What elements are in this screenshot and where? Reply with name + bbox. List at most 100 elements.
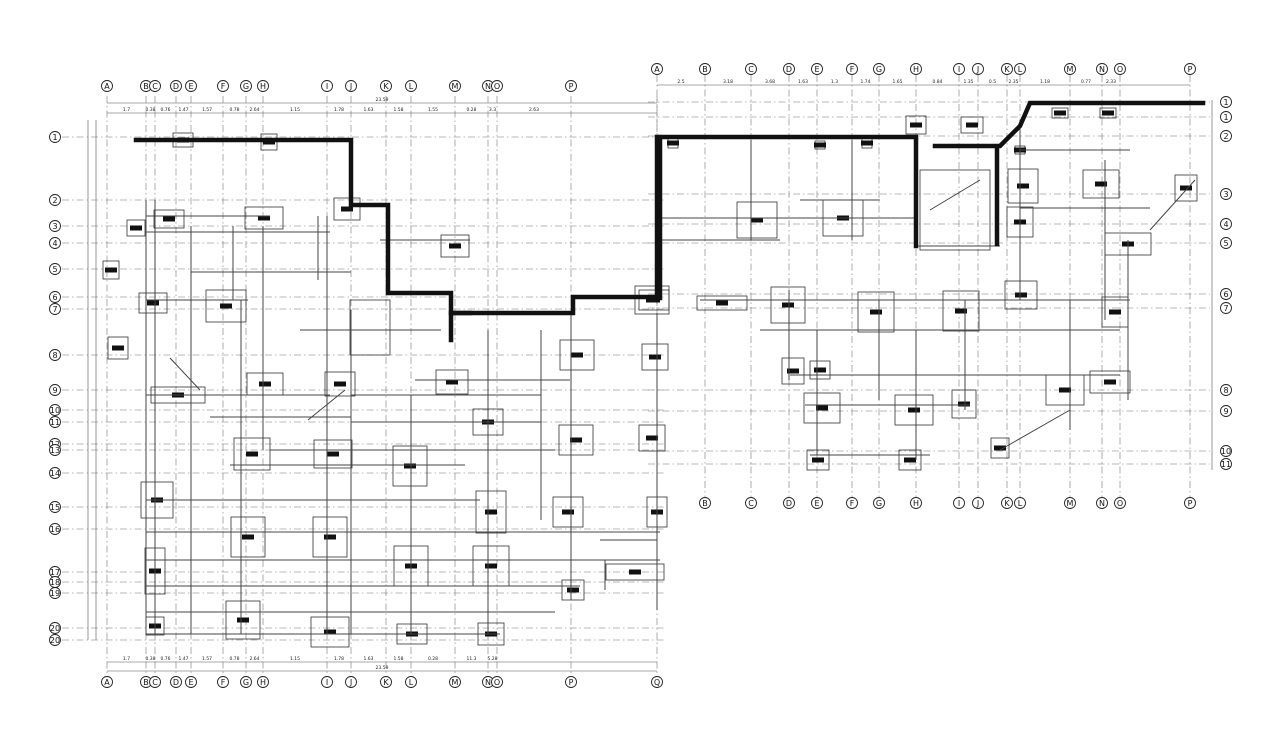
bubble-circle — [1220, 111, 1232, 123]
column — [562, 509, 574, 515]
column — [105, 267, 117, 273]
bubble-circle — [783, 497, 795, 509]
column-bubble-bottom: G — [240, 676, 252, 688]
bubble-circle — [846, 63, 858, 75]
bubble-circle — [811, 497, 823, 509]
column-bubble-bottom: K — [380, 676, 392, 688]
row-bubble-left: 6 — [49, 291, 61, 303]
column-bubble-top: E — [811, 63, 823, 75]
grade-beams — [145, 120, 1196, 635]
column-bubble-top: B — [699, 63, 711, 75]
bubble-label: D — [786, 65, 792, 74]
column-bubble-bottom: E — [185, 676, 197, 688]
column-bubble-bottom: B — [140, 676, 152, 688]
dimension-value: 0.28 — [428, 656, 438, 662]
bubble-label: K — [1004, 499, 1010, 508]
bubble-label: 1 — [1223, 98, 1228, 107]
column — [446, 379, 458, 385]
bubble-circle — [49, 404, 61, 416]
wall — [932, 100, 1206, 149]
bubble-label: D — [173, 82, 179, 91]
bubble-label: 11 — [50, 418, 60, 427]
bubble-label: 13 — [50, 446, 60, 455]
bubble-label: 6 — [52, 293, 57, 302]
column-bubble-top: P — [1184, 63, 1196, 75]
bubble-label: 7 — [1223, 304, 1228, 313]
bubble-circle — [1220, 405, 1232, 417]
bubble-label: Q — [654, 678, 660, 687]
bubble-label: D — [173, 678, 179, 687]
row-bubble-left: 1 — [49, 131, 61, 143]
row-bubble-left: 10 — [49, 404, 61, 416]
column — [112, 345, 124, 351]
footing — [803, 392, 841, 424]
column-bubble-top: G — [240, 80, 252, 92]
bubble-circle — [185, 676, 197, 688]
row-bubble-right: 9 — [1220, 405, 1232, 417]
column-bubble-top: C — [149, 80, 161, 92]
bubble-label: F — [850, 499, 855, 508]
bubble-circle — [405, 80, 417, 92]
bubble-label: 4 — [52, 239, 57, 248]
dimension-value: 1.47 — [178, 107, 188, 113]
row-bubble-left: 9 — [49, 384, 61, 396]
column-bubble-top: F — [846, 63, 858, 75]
bubble-circle — [699, 63, 711, 75]
bubble-circle — [345, 80, 357, 92]
bubble-label: 5 — [1223, 239, 1228, 248]
bubble-circle — [49, 416, 61, 428]
column — [667, 140, 679, 146]
stair-line — [929, 179, 981, 211]
row-bubble-left: 5 — [49, 263, 61, 275]
column-bubble-top: M — [1064, 63, 1076, 75]
bubble-circle — [49, 237, 61, 249]
footing — [894, 394, 934, 426]
dimension-value: 3.3 — [489, 107, 496, 113]
footing — [990, 437, 1010, 459]
column-bubble-bottom: P — [1184, 497, 1196, 509]
column-bubble-bottom: C — [149, 676, 161, 688]
bubble-label: G — [876, 499, 882, 508]
dimension-value: 3.68 — [765, 79, 775, 85]
bubble-label: I — [958, 499, 960, 508]
dimension-value: 0.76 — [160, 107, 170, 113]
bubble-label: B — [143, 678, 149, 687]
footing — [638, 424, 666, 452]
footing — [435, 369, 469, 395]
column — [571, 352, 583, 358]
bubble-circle — [1220, 130, 1232, 142]
bubble-circle — [101, 676, 113, 688]
bubble-circle — [953, 497, 965, 509]
dimension-value: 1.3 — [831, 79, 838, 85]
column — [904, 457, 916, 463]
bubble-circle — [565, 676, 577, 688]
column-bubble-bottom: M — [449, 676, 461, 688]
dimension-value: 1.7 — [123, 107, 130, 113]
bubble-circle — [873, 63, 885, 75]
row-bubble-left: 14 — [49, 467, 61, 479]
column-bubble-bottom: H — [910, 497, 922, 509]
column-bubble-top: L — [405, 80, 417, 92]
dimension-value: 0.78 — [229, 656, 239, 662]
footing — [1007, 168, 1039, 204]
column — [816, 405, 828, 411]
row-bubble-right: 11 — [1220, 458, 1232, 470]
bubble-label: 9 — [52, 386, 57, 395]
column — [629, 569, 641, 575]
walls — [133, 100, 1206, 343]
bubble-circle — [873, 497, 885, 509]
bubble-label: E — [814, 65, 819, 74]
footing — [312, 516, 348, 558]
bubble-label: P — [569, 678, 574, 687]
row-bubble-left: 13 — [49, 444, 61, 456]
bubble-label: E — [188, 82, 193, 91]
bubble-circle — [49, 349, 61, 361]
footing — [770, 286, 806, 324]
dimension-value: 1.58 — [393, 107, 403, 113]
column-bubble-top: L — [1014, 63, 1026, 75]
bubble-label: G — [243, 678, 249, 687]
footing — [559, 339, 595, 371]
bubble-label: 8 — [52, 351, 57, 360]
column — [220, 303, 232, 309]
bubble-circle — [49, 587, 61, 599]
